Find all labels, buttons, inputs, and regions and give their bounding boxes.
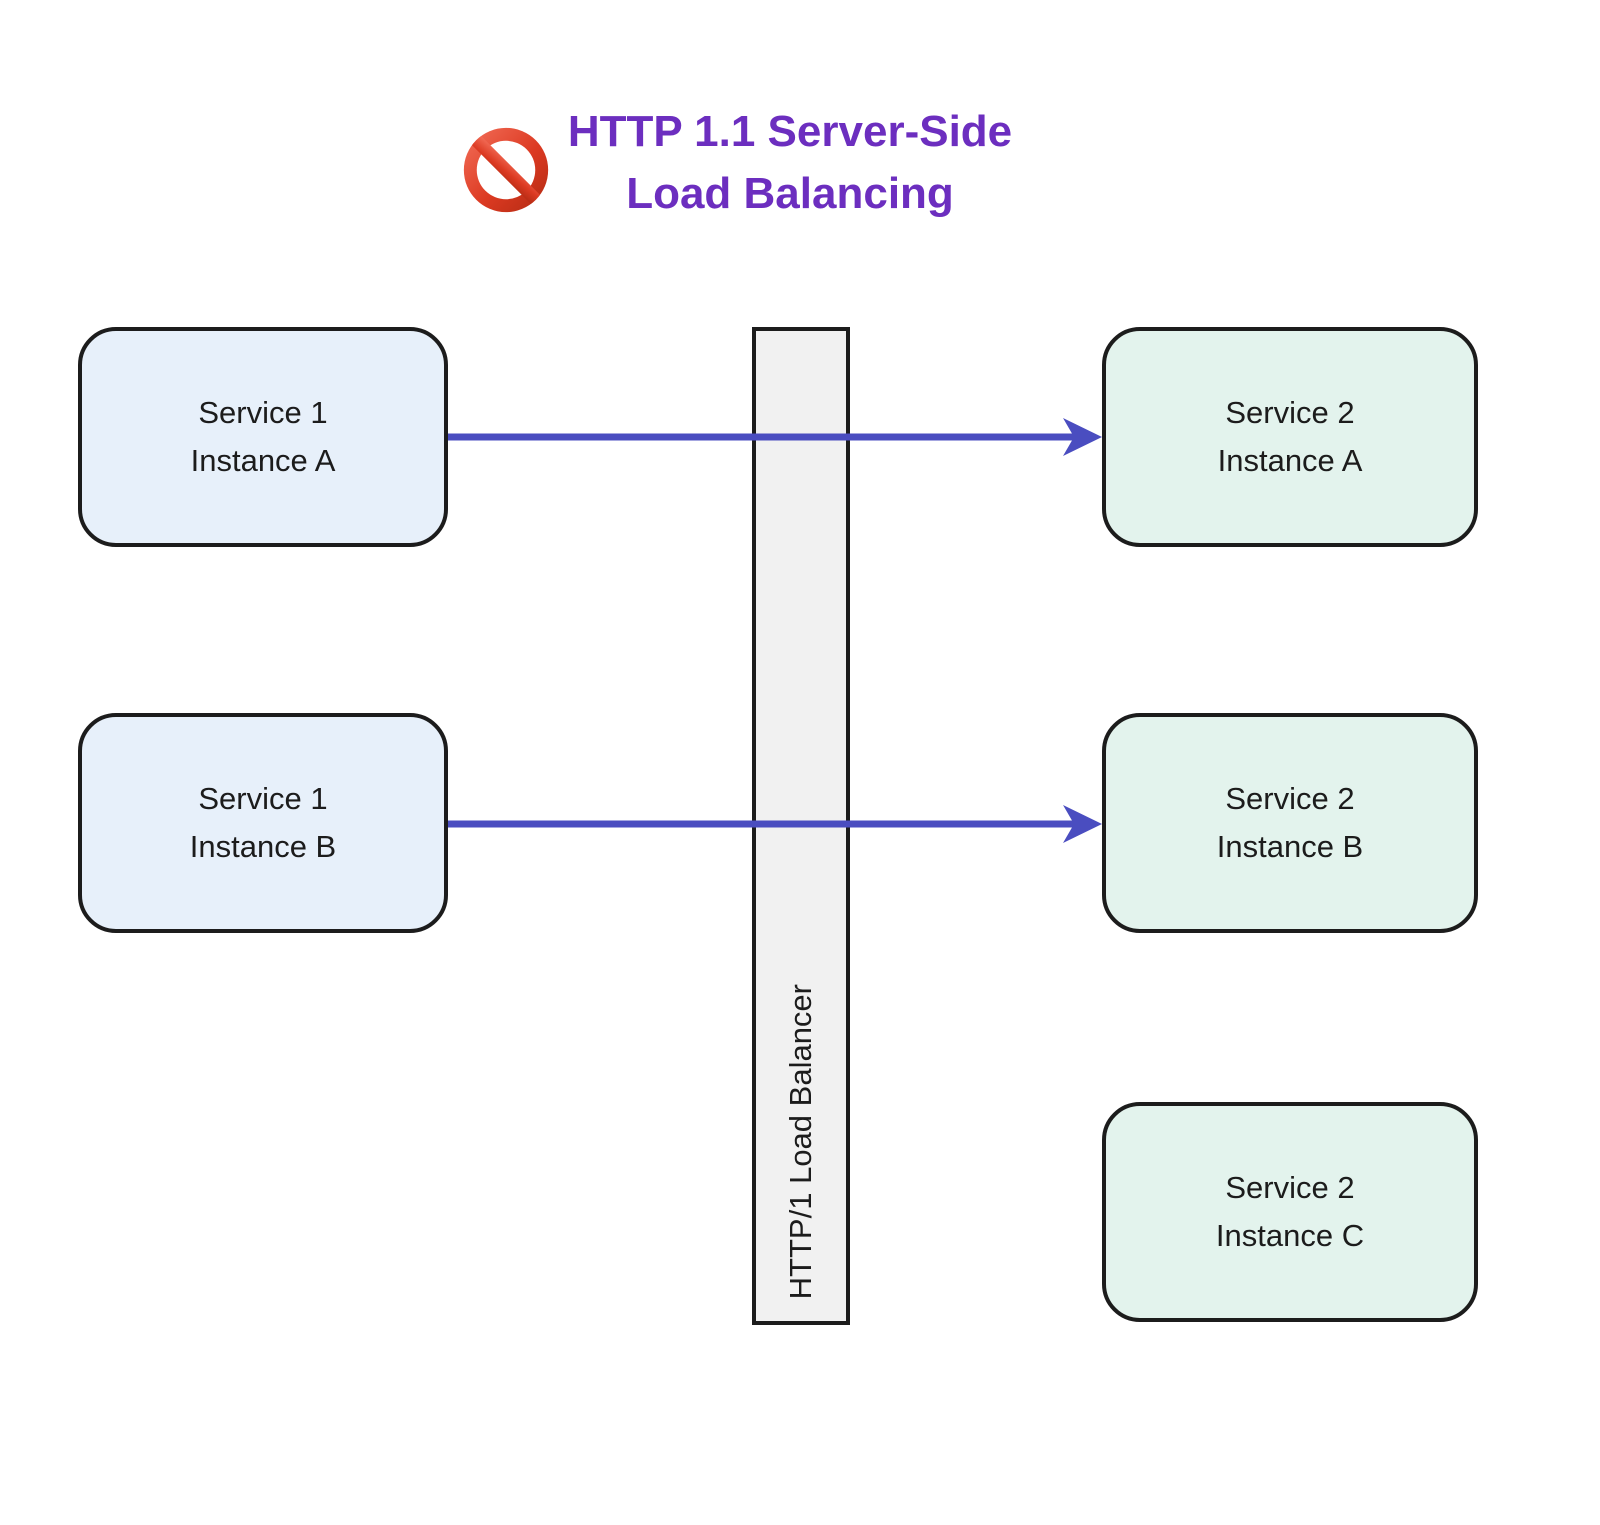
load-balancer-label: HTTP/1 Load Balancer <box>783 983 818 1299</box>
title-line-2: Load Balancing <box>626 169 954 218</box>
node-service1-instance-a: Service 1 Instance A <box>78 327 448 547</box>
load-balancer-bar: HTTP/1 Load Balancer <box>752 327 850 1325</box>
node-service2-instance-b: Service 2 Instance B <box>1102 713 1478 933</box>
node-label-line-2: Instance C <box>1215 1218 1365 1253</box>
node-service2-instance-c: Service 2 Instance C <box>1102 1102 1478 1322</box>
node-service2-instance-a: Service 2 Instance A <box>1102 327 1478 547</box>
title-line-1: HTTP 1.1 Server-Side <box>567 107 1013 156</box>
node-label-line-2: Instance A <box>1217 443 1363 478</box>
node-label-line-2: Instance A <box>190 443 336 478</box>
node-label-line-1: Service 2 <box>1225 781 1355 816</box>
no-entry-icon <box>463 127 549 213</box>
node-label-line-1: Service 1 <box>198 781 328 816</box>
arrowhead-instance-b <box>1063 805 1102 843</box>
node-label-line-1: Service 1 <box>198 395 328 430</box>
node-label-line-1: Service 2 <box>1225 395 1355 430</box>
node-label-line-2: Instance B <box>1216 829 1364 864</box>
node-service1-instance-b: Service 1 Instance B <box>78 713 448 933</box>
diagram-title: HTTP 1.1 Server-Side Load Balancing <box>540 101 1040 225</box>
node-label-line-1: Service 2 <box>1225 1170 1355 1205</box>
node-label-line-2: Instance B <box>189 829 337 864</box>
arrowhead-instance-a <box>1063 418 1102 456</box>
